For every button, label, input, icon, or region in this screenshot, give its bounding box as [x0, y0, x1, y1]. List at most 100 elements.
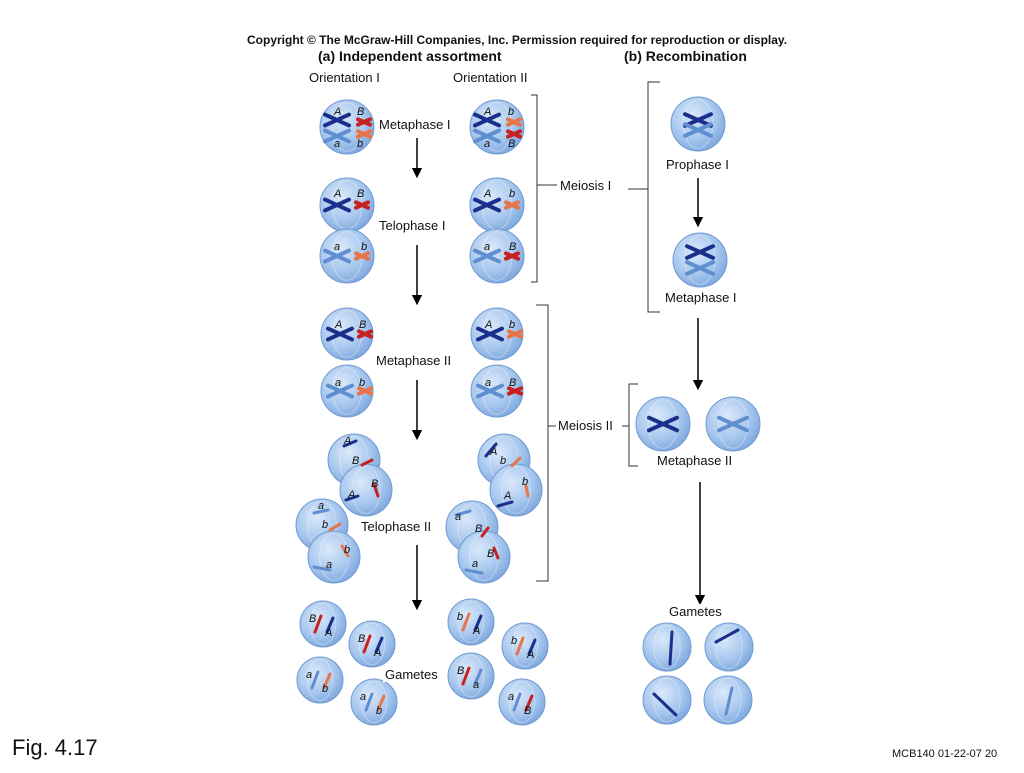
allele-a: a: [326, 559, 332, 571]
chromosome-a: [476, 383, 504, 399]
label-telophase-1: Telophase I: [377, 218, 448, 233]
cell: [350, 678, 398, 726]
label-metaphase-2-b: Metaphase II: [655, 453, 735, 468]
cell: [469, 228, 525, 284]
allele-b: b: [376, 705, 382, 717]
chromosome: [328, 522, 342, 532]
allele-A: A: [503, 490, 511, 502]
gamete-chromosome: [724, 686, 734, 716]
cell: [447, 652, 495, 700]
chromosome-B: [356, 117, 372, 127]
spindle: [306, 658, 334, 702]
chromosome: [524, 484, 530, 498]
gamete-chromosome: [325, 616, 335, 634]
allele-A: A: [373, 647, 381, 659]
cell: [299, 600, 347, 648]
cell: [320, 364, 374, 418]
chromosome-A: [473, 197, 501, 213]
allele-B: B: [475, 523, 482, 535]
chromosome-A: [323, 197, 351, 213]
panel-a-title: (a) Independent assortment: [318, 48, 502, 64]
chromosome-B: [357, 329, 373, 339]
gamete-chromosome: [524, 694, 534, 712]
cell: [319, 228, 375, 284]
panel-b-title: (b) Recombination: [624, 48, 747, 64]
cells-layer: [295, 96, 761, 726]
cell: [704, 622, 754, 672]
orientation-2-label: Orientation II: [453, 70, 528, 85]
chromosome-B: [504, 251, 520, 261]
cell: [307, 530, 361, 584]
chromosome-a: [323, 128, 351, 144]
spindle: [481, 102, 513, 152]
allele-a: a: [455, 511, 461, 523]
chromosome-sister: [717, 415, 749, 433]
allele-a: a: [484, 241, 490, 253]
allele-a: a: [360, 691, 366, 703]
spindle: [715, 624, 743, 670]
chromosome: [372, 482, 380, 498]
gamete-chromosome: [461, 666, 471, 686]
gamete-chromosome: [527, 638, 537, 656]
label-metaphase-1-b: Metaphase I: [663, 290, 739, 305]
allele-B: B: [509, 241, 516, 253]
bracket-meiosis-1-b: [647, 81, 660, 313]
spindle: [358, 622, 386, 666]
chromosome-B: [354, 200, 370, 210]
allele-b: b: [361, 241, 367, 253]
chromosome-A: [473, 112, 501, 128]
cell: [447, 598, 495, 646]
chromosome-homolog: [683, 112, 713, 128]
allele-a: a: [306, 669, 312, 681]
cell: [501, 622, 549, 670]
gamete-chromosome: [515, 636, 525, 656]
label-gametes-a: Gametes: [383, 667, 440, 682]
chromosome: [484, 442, 498, 458]
gamete-chromosome: [364, 692, 374, 712]
allele-A: A: [324, 627, 332, 639]
label-telophase-2: Telophase II: [359, 519, 434, 534]
allele-B: B: [357, 188, 364, 200]
gamete-chromosome: [652, 692, 678, 717]
allele-a: a: [485, 377, 491, 389]
allele-a: a: [473, 679, 479, 691]
spindle: [351, 466, 381, 514]
spindle: [457, 600, 485, 644]
spindle: [511, 624, 539, 668]
chromosome-b: [507, 329, 523, 339]
cell: [642, 622, 692, 672]
allele-B: B: [508, 138, 515, 150]
arrows-layer: [411, 138, 706, 611]
spindle: [714, 677, 742, 723]
chromosome: [480, 526, 490, 538]
spindle: [647, 399, 679, 449]
chromosome-b: [357, 386, 373, 396]
allele-b: b: [322, 683, 328, 695]
slide-footer: MCB140 01-22-07 20: [892, 748, 998, 760]
cell: [457, 530, 511, 584]
allele-A: A: [483, 106, 491, 118]
allele-b: b: [322, 519, 328, 531]
spindle: [653, 677, 681, 723]
chromosome: [312, 508, 330, 515]
bracket-meiosis-1-a: [531, 94, 538, 283]
chromosome-a: [473, 128, 501, 144]
allele-B: B: [371, 478, 378, 490]
label-gametes-b: Gametes: [667, 604, 724, 619]
cell: [642, 675, 692, 725]
chromosome-b: [504, 200, 520, 210]
allele-A: A: [343, 435, 351, 447]
chromosome: [312, 565, 332, 572]
allele-A: A: [484, 319, 492, 331]
chromosome-sister: [647, 415, 679, 433]
spindle: [717, 399, 749, 449]
allele-A: A: [526, 649, 534, 661]
chromosome-b: [354, 251, 370, 261]
chromosome-B: [507, 386, 523, 396]
bracket-meiosis-2-a: [536, 304, 549, 582]
chromosome-B: [506, 129, 522, 139]
allele-B: B: [357, 106, 364, 118]
orientation-1-label: Orientation I: [309, 70, 380, 85]
